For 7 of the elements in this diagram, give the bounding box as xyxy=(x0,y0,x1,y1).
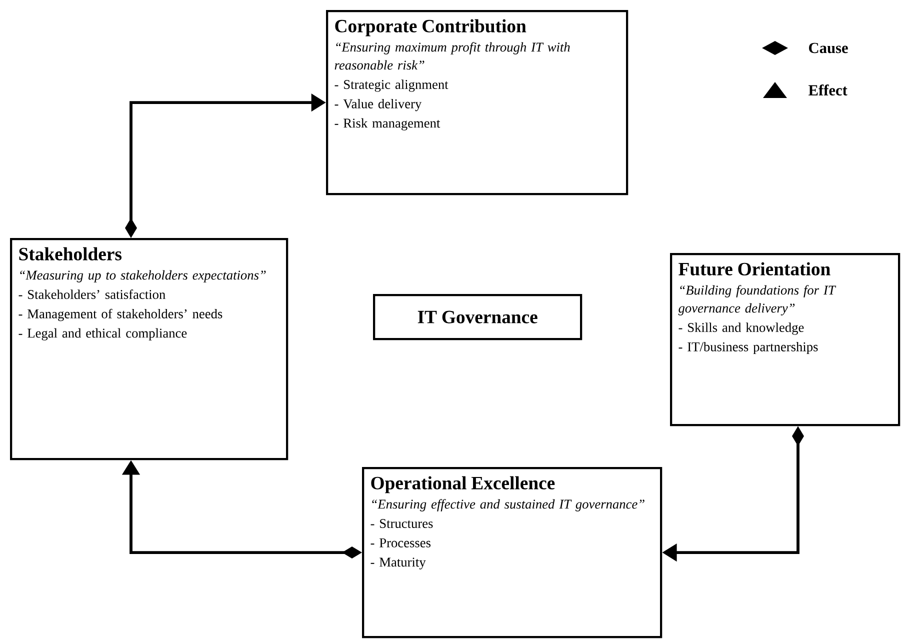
text-box: Stakeholders “Measuring up to stakeholders expectations” - Stakeholders’ satisfaction - Management of stakeholders’ needs - Legal and ethical compliance xyxy=(10,238,288,460)
text-box: Operational Excellence “Ensuring effective and sustained IT governance” - Structures - Processes - Maturity xyxy=(362,467,662,638)
text-box: Future Orientation “Building foundations for IT governance delivery” - Skills and knowledge - IT/business partnerships xyxy=(670,253,900,426)
text-box: Corporate Contribution “Ensuring maximum profit through IT with reasonable risk” - Strategic alignment - Value delivery - Risk management xyxy=(326,10,628,196)
legend-label: Cause xyxy=(809,42,848,54)
text-box: IT Governance xyxy=(373,294,582,340)
legend-label: Effect xyxy=(808,84,848,96)
